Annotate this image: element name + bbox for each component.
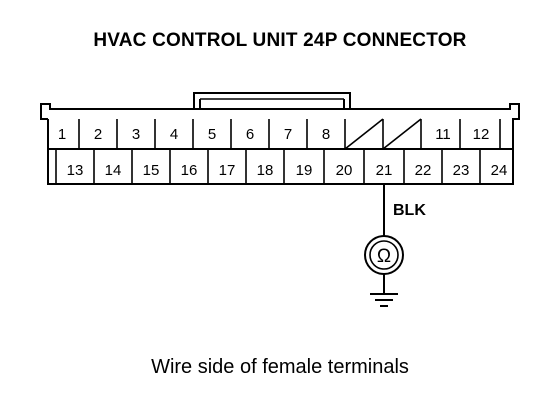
terminal-1: 1 [58, 126, 66, 143]
terminal-7: 7 [284, 126, 292, 143]
terminal-14: 14 [105, 162, 122, 179]
terminal-6: 6 [246, 126, 254, 143]
terminal-24: 24 [491, 162, 508, 179]
terminal-20: 20 [336, 162, 353, 179]
terminal-23: 23 [453, 162, 470, 179]
ohm-symbol: Ω [377, 246, 391, 267]
wire-color-label: BLK [393, 202, 426, 219]
ohmmeter-icon: Ω [364, 235, 404, 275]
terminal-19: 19 [296, 162, 313, 179]
terminal-12: 12 [473, 126, 490, 143]
terminal-4: 4 [170, 126, 178, 143]
connector-housing [40, 103, 520, 185]
terminal-17: 17 [219, 162, 236, 179]
terminal-2: 2 [94, 126, 102, 143]
unused-cavity-9 [344, 118, 384, 150]
terminal-16: 16 [181, 162, 198, 179]
terminal-18: 18 [257, 162, 274, 179]
unused-cavity-10 [382, 118, 422, 150]
terminal-11: 11 [435, 126, 451, 143]
terminal-3: 3 [132, 126, 140, 143]
terminal-13: 13 [67, 162, 84, 179]
terminal-8: 8 [322, 126, 330, 143]
terminal-21: 21 [376, 162, 393, 179]
ground-icon [370, 293, 398, 307]
terminal-5: 5 [208, 126, 216, 143]
terminal-15: 15 [143, 162, 160, 179]
terminal-22: 22 [415, 162, 432, 179]
lock-tab [193, 92, 351, 109]
diagram-title: HVAC CONTROL UNIT 24P CONNECTOR [93, 30, 467, 51]
diagram-caption: Wire side of female terminals [151, 356, 409, 378]
